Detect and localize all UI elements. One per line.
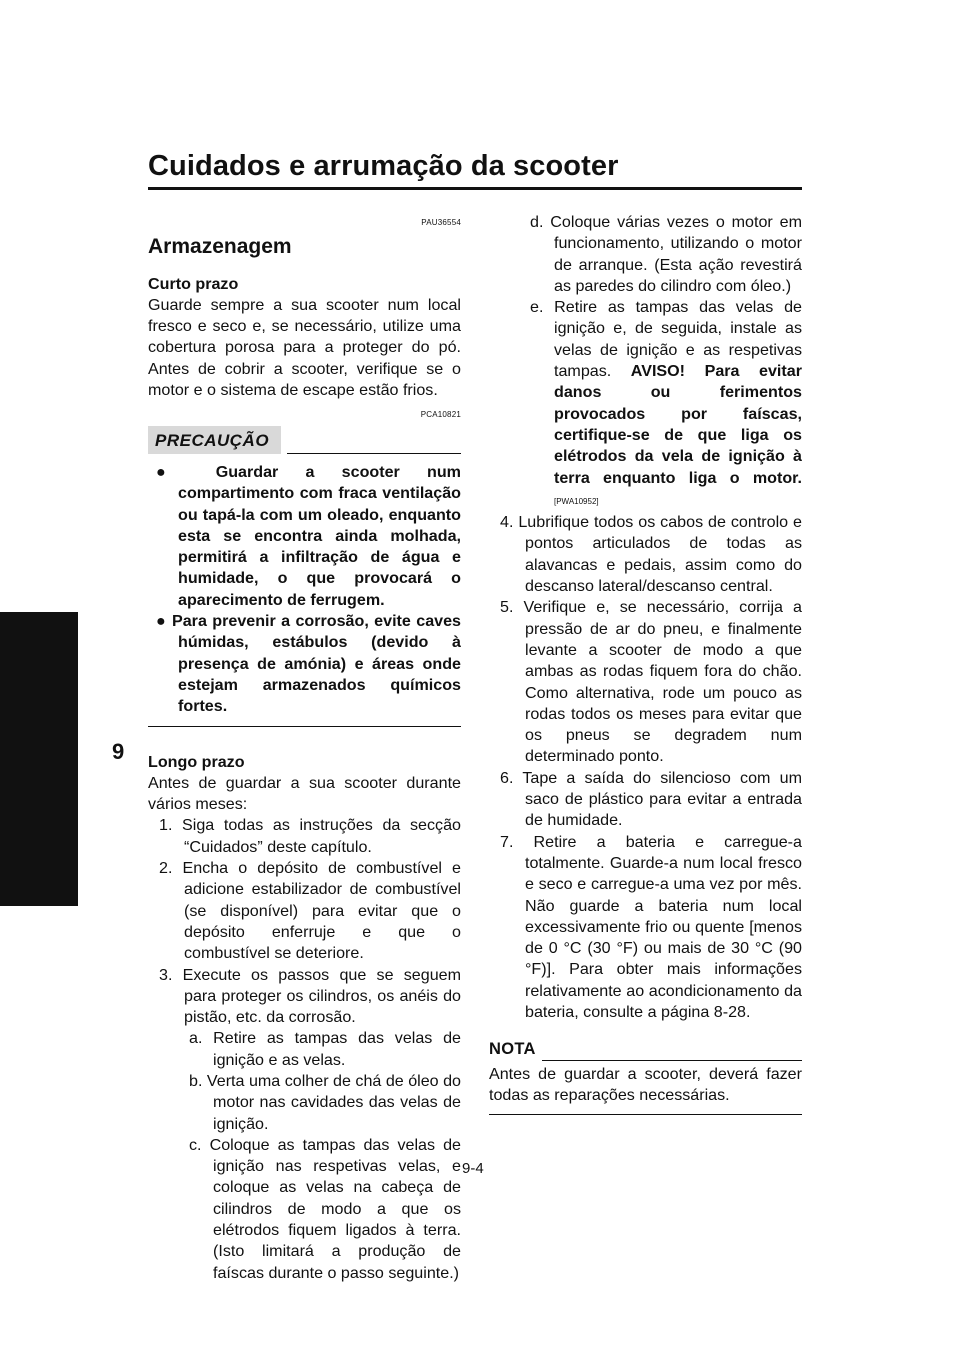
warning-text: AVISO! Para evitar danos ou ferimentos p… [554,362,802,487]
step-item: 2. Encha o depósito de combustível e adi… [159,859,461,963]
code-ref: PAU36554 [421,218,461,227]
note-label: NOTA [489,1040,536,1059]
caution-rule [287,452,461,454]
code-ref: PCA10821 [420,410,461,420]
note-text: Antes de guardar a scooter, deverá fazer… [489,1064,802,1104]
caution-end-rule [148,725,461,727]
step-item: 7. Retire a bateria e carregue-a totalme… [500,832,802,1021]
warning-code: [PWA10952] [554,496,599,506]
step-item: 3. Execute os passos que se seguem para … [159,965,461,1027]
step-item: 6. Tape a saída do silencioso com um sac… [500,768,802,830]
substep-item: e. Retire as tampas das velas de ignição… [530,298,802,506]
caution-bullet: ● Para prevenir a corrosão, evite caves … [156,612,461,716]
title-rule [148,187,802,190]
substep-item: c. Coloque as tampas das velas de igniçã… [189,1135,461,1282]
subsection-heading-long-term: Longo prazo [148,752,245,771]
chapter-tab [0,612,78,906]
page-title: Cuidados e arrumação da scooter [148,150,619,182]
step-item: 4. Lubrifique todos os cabos de controlo… [500,513,802,596]
subsection-heading-short-term: Curto prazo [148,274,239,293]
note-end-rule [489,1114,802,1116]
step-item: 5. Verifique e, se necessário, corrija a… [500,598,802,766]
substep-item: b. Verta uma colher de chá de óleo do mo… [189,1071,461,1133]
caution-label: PRECAUÇÃO [148,425,282,454]
step-item: 1. Siga todas as instruções da secção “C… [159,816,461,856]
right-column: d. Coloque várias vezes o motor em funci… [489,212,802,1116]
chapter-number: 9 [112,739,125,764]
caution-body: ● Guardar a scooter num compartimento co… [148,462,461,718]
substep-item: d. Coloque várias vezes o motor em funci… [530,213,802,295]
note-header: NOTA [489,1039,802,1061]
caution-bullet: ● Guardar a scooter num compartimento co… [156,462,461,609]
caution-header: PRECAUÇÃO [148,425,461,454]
long-term-intro: Antes de guardar a sua scooter durante v… [148,773,461,814]
substep-item: a. Retire as tampas das velas de ignição… [189,1029,461,1069]
section-heading: Armazenagem [148,235,292,259]
note-rule [541,1059,802,1061]
short-term-paragraph: Guarde sempre a sua scooter num local fr… [148,295,461,400]
left-column: PAU36554 Armazenagem Curto prazo Guarde … [148,212,461,1284]
page-number: 9-4 [462,1160,484,1177]
